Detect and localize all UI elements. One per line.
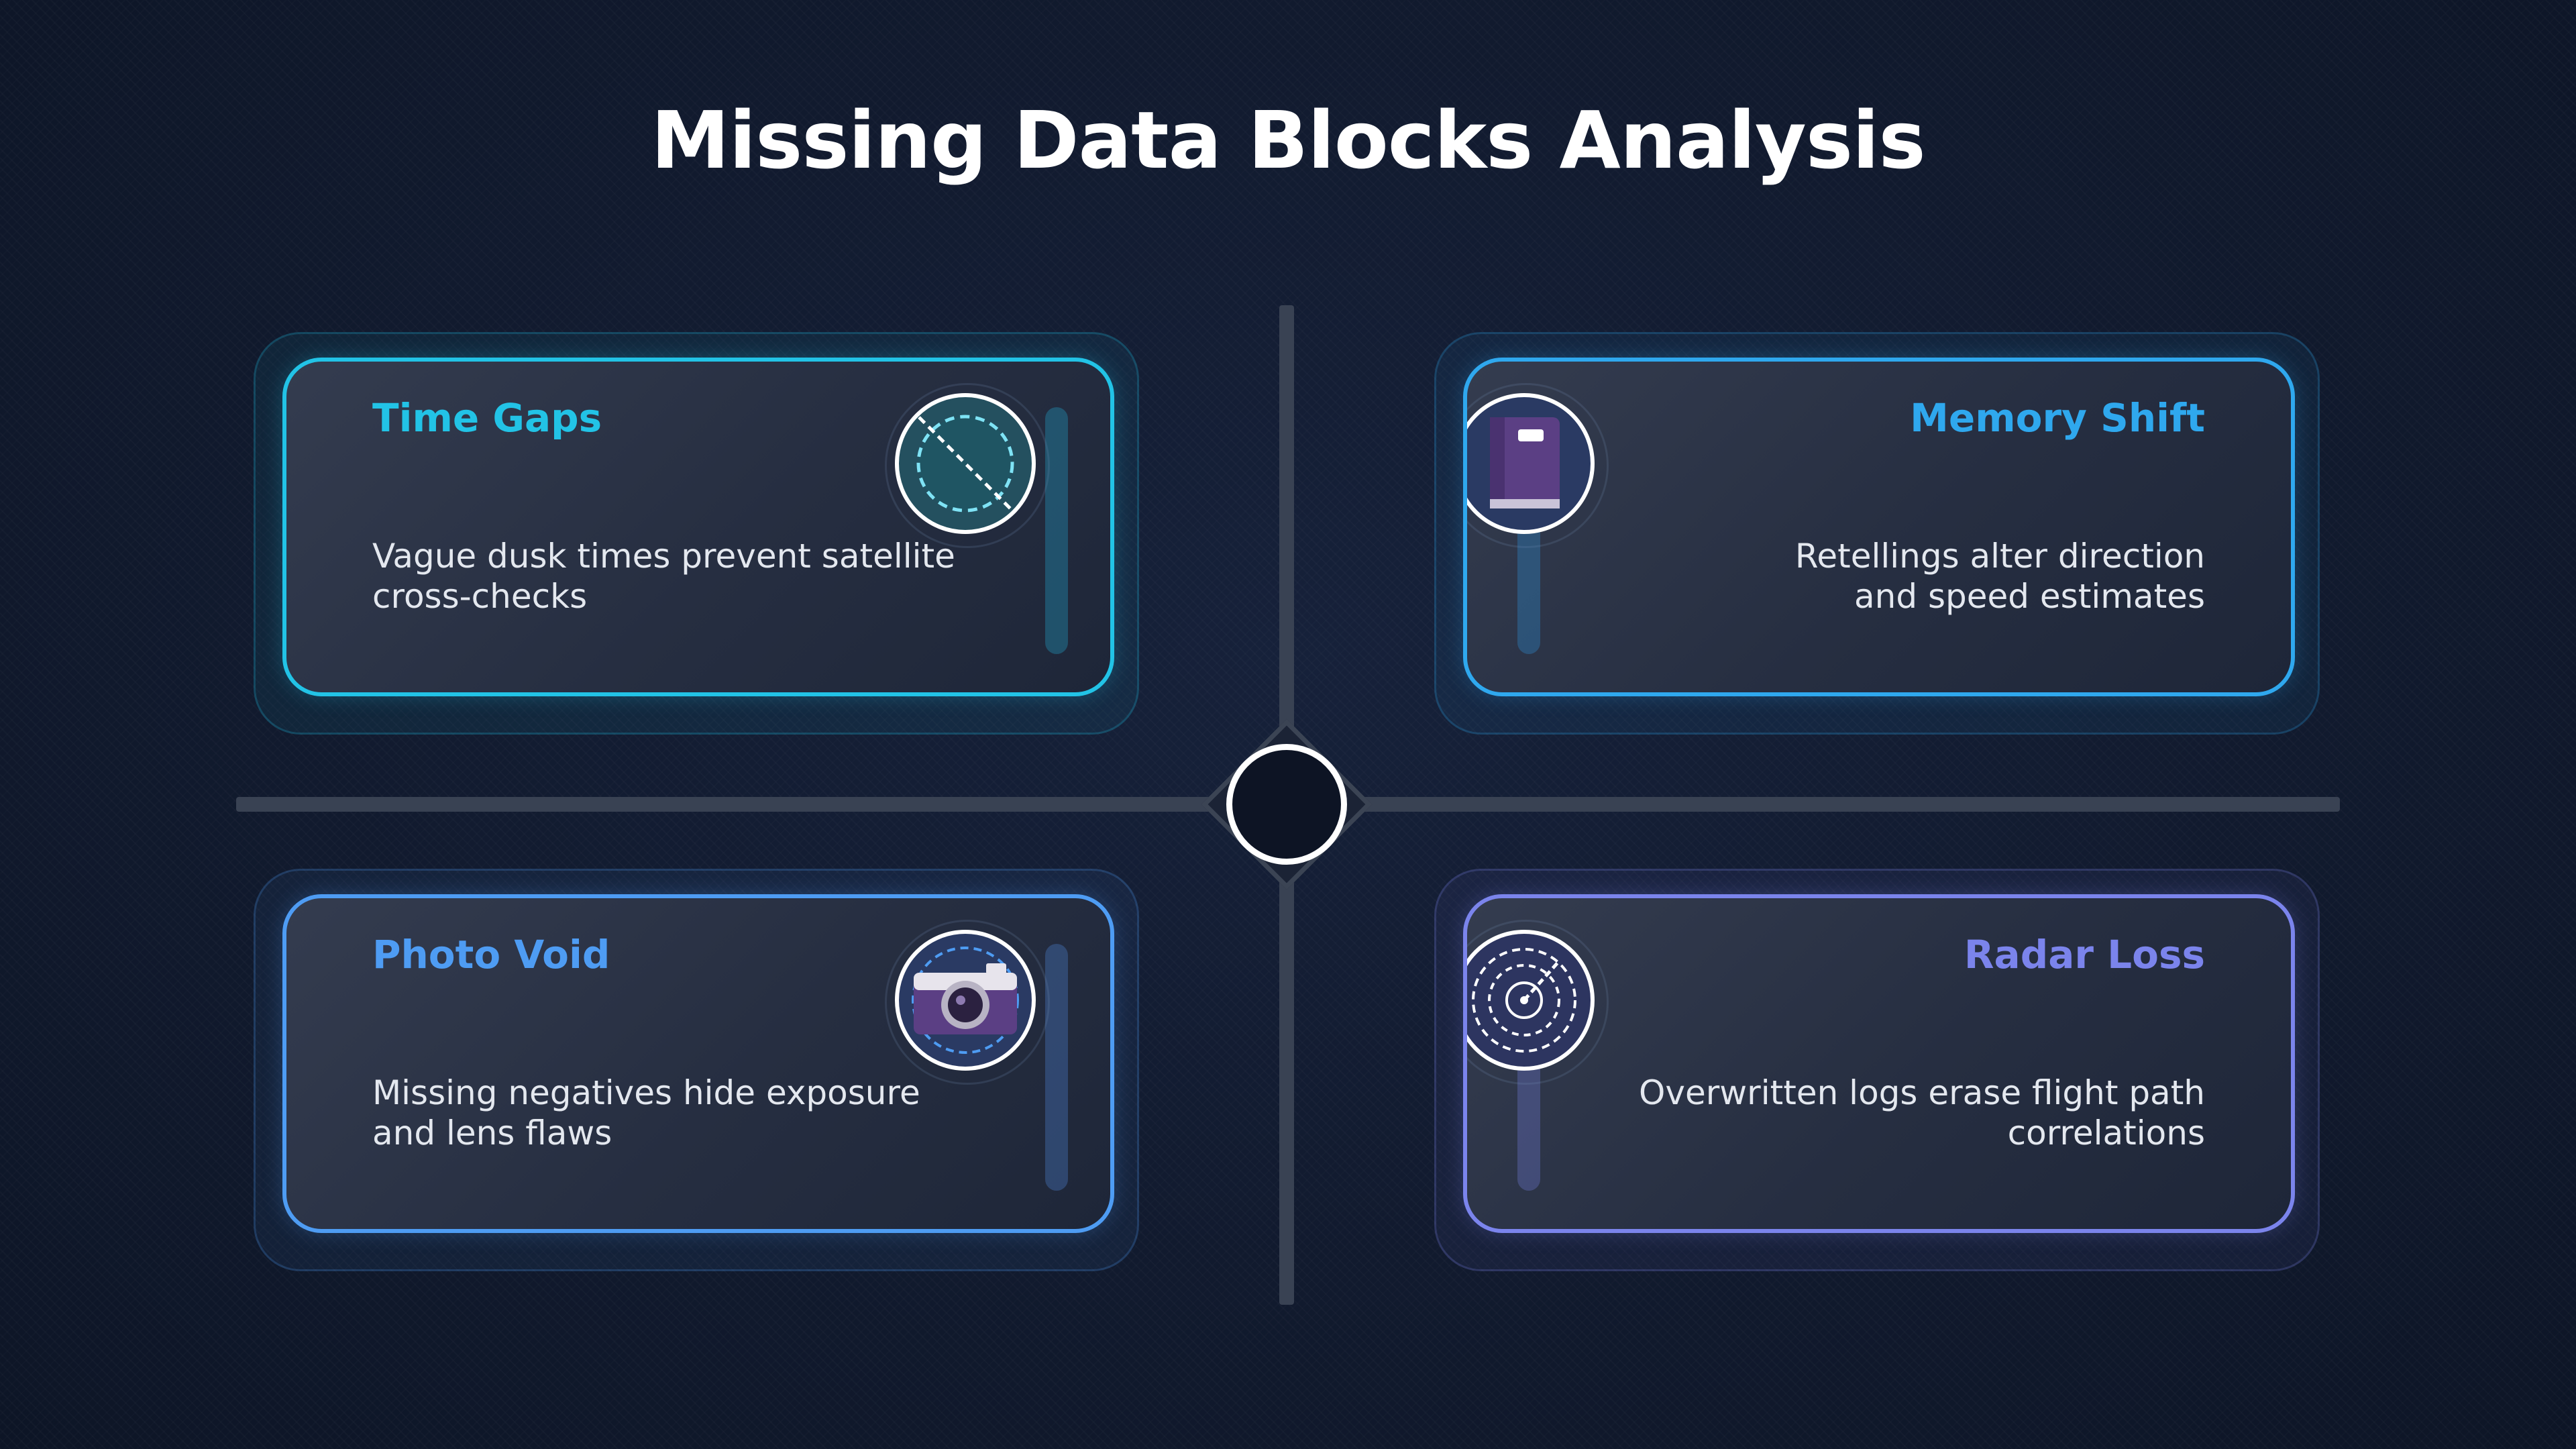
- icon-halo: [1467, 383, 1609, 548]
- icon-halo: [1467, 920, 1609, 1085]
- page-title: Missing Data Blocks Analysis: [651, 94, 1925, 186]
- card-title: Photo Void: [372, 932, 610, 977]
- card-photo-void: Photo Void Missing negatives hide exposu…: [254, 869, 1139, 1271]
- card-description-line: Vague dusk times prevent satellite: [372, 537, 955, 576]
- card-memory-shift-panel: Memory Shift Retellings alter direction …: [1463, 358, 2295, 696]
- card-description-line: Missing negatives hide exposure: [372, 1073, 920, 1112]
- card-time-gaps-panel: Time Gaps Vague dusk times prevent satel…: [282, 358, 1114, 696]
- icon-halo: [885, 383, 1050, 548]
- card-description: Vague dusk times prevent satellite cross…: [372, 536, 955, 616]
- card-title: Memory Shift: [1910, 395, 2205, 441]
- notebook-icon: [1467, 393, 1595, 534]
- center-node: [1226, 744, 1347, 865]
- card-description-line: correlations: [2007, 1114, 2205, 1152]
- accent-bar: [1045, 944, 1068, 1191]
- card-description-line: Retellings alter direction: [1794, 537, 2205, 576]
- card-time-gaps: Time Gaps Vague dusk times prevent satel…: [254, 332, 1139, 735]
- card-radar-loss-panel: Radar Loss Overwritten logs erase flight…: [1463, 894, 2295, 1233]
- accent-bar: [1045, 407, 1068, 654]
- card-description: Overwritten logs erase flight path corre…: [1639, 1073, 2205, 1153]
- card-photo-void-panel: Photo Void Missing negatives hide exposu…: [282, 894, 1114, 1233]
- card-description-line: and lens flaws: [372, 1114, 612, 1152]
- radar-icon: [1467, 930, 1595, 1071]
- card-description: Missing negatives hide exposure and lens…: [372, 1073, 920, 1153]
- icon-halo: [885, 920, 1050, 1085]
- card-title: Radar Loss: [1964, 932, 2205, 977]
- card-description-line: cross-checks: [372, 577, 588, 616]
- card-description-line: Overwritten logs erase flight path: [1639, 1073, 2205, 1112]
- camera-icon: [895, 930, 1036, 1071]
- card-radar-loss: Radar Loss Overwritten logs erase flight…: [1434, 869, 2320, 1271]
- no-time-icon: [895, 393, 1036, 534]
- card-title: Time Gaps: [372, 395, 602, 441]
- card-memory-shift: Memory Shift Retellings alter direction …: [1434, 332, 2320, 735]
- card-description-line: and speed estimates: [1854, 577, 2205, 616]
- card-description: Retellings alter direction and speed est…: [1795, 536, 2205, 616]
